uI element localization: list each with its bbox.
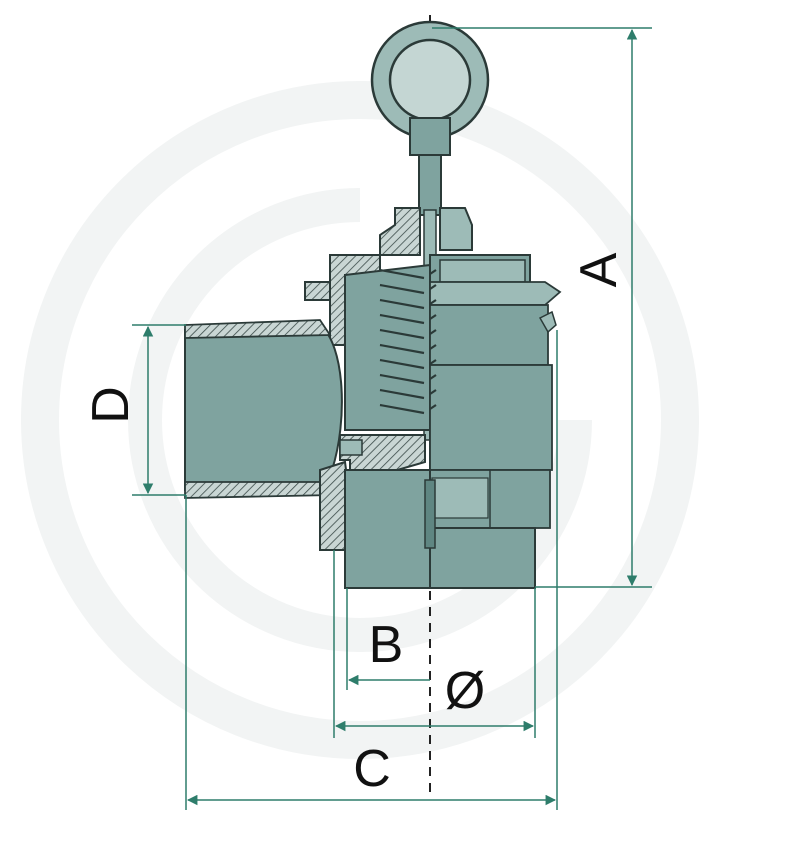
outlet-fitting [344,469,551,589]
dimension-b: B [347,616,430,686]
dimension-label-b: B [369,616,404,674]
bonnet-section [304,207,473,346]
dimension-diameter: Ø [334,662,535,732]
ring-handle [370,20,490,216]
side-inlet-pipe [184,319,343,499]
dimension-label-c: C [353,740,391,798]
dimension-label-a: A [570,252,628,287]
dimension-c: C [186,740,557,806]
dimension-a: A [432,27,652,588]
valve-body [344,254,562,471]
dimension-label-d: D [82,386,140,424]
dimension-d: D [82,324,186,496]
spring [379,268,437,415]
dimension-label-diameter: Ø [445,662,485,720]
